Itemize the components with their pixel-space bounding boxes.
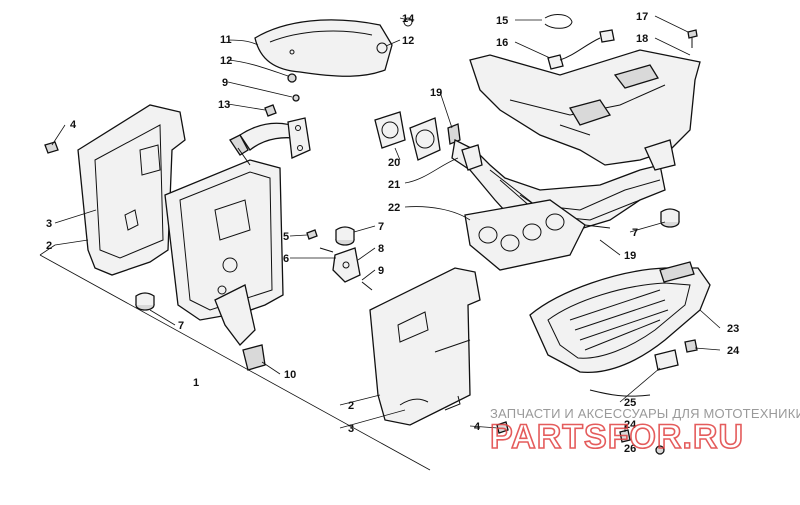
top-heat-shield (254, 17, 413, 117)
callout-12b: 12 (402, 35, 414, 47)
bolt-4-left (44, 141, 59, 154)
watermark-tagline: ЗАПЧАСТИ И АКСЕССУАРЫ ДЛЯ МОТОТЕХНИКИ (490, 406, 800, 421)
lower-heat-shield (529, 261, 711, 374)
muffler-inlet-pipe (239, 117, 311, 159)
rubber-mount-left (135, 292, 155, 311)
leader-lines (51, 15, 721, 432)
watermark: ЗАПЧАСТИ И АКСЕССУАРЫ ДЛЯ МОТОТЕХНИКИ PA… (489, 406, 800, 457)
callout-2a: 2 (46, 240, 52, 252)
callout-1: 1 (193, 377, 199, 389)
callout-24a: 24 (727, 345, 740, 357)
callout-17: 17 (636, 11, 648, 23)
callout-23: 23 (727, 323, 739, 335)
callout-19a: 19 (430, 87, 442, 99)
callout-8: 8 (378, 243, 384, 255)
callout-4b: 4 (474, 421, 481, 433)
callout-3b: 3 (348, 423, 354, 435)
exhaust-gaskets (374, 111, 461, 161)
callout-7a: 7 (378, 221, 384, 233)
callout-7c: 7 (632, 227, 638, 239)
callout-20: 20 (388, 157, 400, 169)
callout-15: 15 (496, 15, 508, 27)
center-heat-shield (369, 267, 481, 426)
callout-25: 25 (624, 397, 636, 409)
oxygen-sensor (544, 14, 615, 70)
callout-21: 21 (388, 179, 400, 191)
callout-3a: 3 (46, 218, 52, 230)
callout-22: 22 (388, 202, 400, 214)
callout-2b: 2 (348, 400, 354, 412)
watermark-brand: PARTSFOR.RU (490, 418, 744, 456)
callout-14: 14 (402, 13, 415, 25)
callout-9a: 9 (222, 77, 228, 89)
muffler-bracket (214, 284, 266, 371)
callout-10: 10 (284, 369, 296, 381)
callout-7b: 7 (178, 320, 184, 332)
assembly-bracket-line (39, 254, 431, 471)
callout-18: 18 (636, 33, 648, 45)
bolt-17 (687, 29, 698, 48)
bolt-4-right (496, 421, 509, 434)
callout-11: 11 (220, 34, 232, 46)
callout-5: 5 (283, 231, 289, 243)
muffler (164, 134, 284, 321)
callout-26: 26 (624, 443, 636, 455)
rubber-mount-right (660, 208, 680, 228)
upper-exhaust-shield (469, 49, 701, 171)
callout-19b: 19 (624, 250, 636, 262)
clips-and-fasteners (589, 339, 698, 455)
manifold-gasket (464, 199, 586, 271)
callout-6: 6 (283, 253, 289, 265)
callout-4a: 4 (70, 119, 77, 131)
callout-13: 13 (218, 99, 230, 111)
callout-labels: 11 12 9 13 14 12 15 16 17 18 19 20 21 22… (46, 11, 740, 455)
callout-9b: 9 (378, 265, 384, 277)
callout-24b: 24 (624, 419, 637, 431)
callout-12a: 12 (220, 55, 232, 67)
mount-hardware (306, 226, 373, 291)
callout-16: 16 (496, 37, 508, 49)
left-heat-shield (77, 104, 186, 276)
